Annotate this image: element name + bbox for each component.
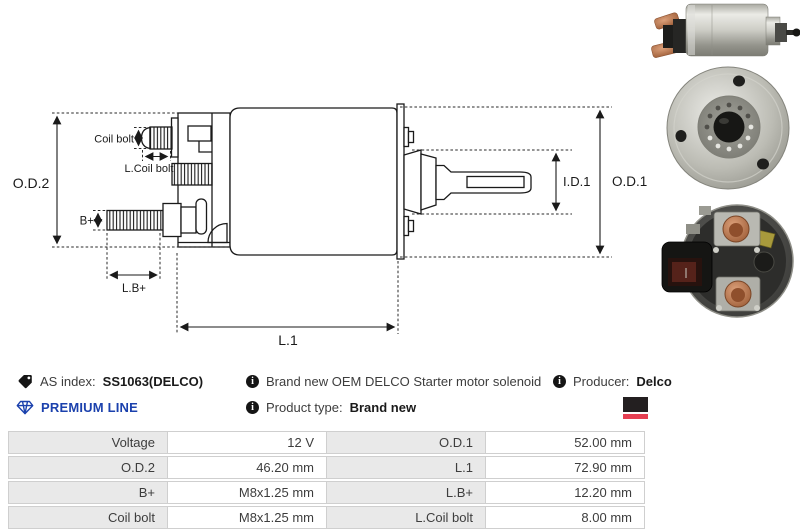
solenoid-body-outline	[229, 107, 398, 256]
table-row: Coil bolt M8x1.25 mm L.Coil bolt 8.00 mm	[8, 506, 645, 529]
brand-logo-black-block	[623, 397, 648, 412]
solenoid-side-view-photo	[651, 3, 800, 58]
spec-value: M8x1.25 mm	[167, 481, 327, 504]
table-row: B+ M8x1.25 mm L.B+ 12.20 mm	[8, 481, 645, 504]
description-row: i Brand new OEM DELCO Starter motor sole…	[246, 374, 541, 389]
coil-bolt-drawing	[140, 126, 151, 150]
table-row: O.D.2 46.20 mm L.1 72.90 mm	[8, 456, 645, 479]
spec-label: L.Coil bolt	[326, 506, 486, 529]
producer-value: Delco	[636, 374, 672, 389]
product-type-value: Brand new	[349, 400, 417, 415]
spec-value: 8.00 mm	[485, 506, 645, 529]
spec-table: Voltage 12 V O.D.1 52.00 mm O.D.2 46.20 …	[8, 431, 645, 529]
as-index-value: SS1063(DELCO)	[102, 374, 204, 389]
pilot-collar-drawing	[403, 149, 422, 215]
spec-value: 72.90 mm	[485, 456, 645, 479]
spec-label: O.D.1	[326, 431, 486, 454]
spec-label: L.1	[326, 456, 486, 479]
spec-label: L.B+	[326, 481, 486, 504]
product-type-label: Product type:	[266, 400, 343, 415]
table-row: Voltage 12 V O.D.1 52.00 mm	[8, 431, 645, 454]
solenoid-front-view-photo	[666, 66, 790, 190]
end-plate-outline	[396, 103, 405, 260]
spec-label: Coil bolt	[8, 506, 168, 529]
premium-line-row: PREMIUM LINE	[16, 400, 138, 415]
dim-label-coil-bolt: Coil bolt	[94, 134, 134, 146]
dim-label-id1: I.D.1	[563, 174, 590, 189]
spec-value: 12.20 mm	[485, 481, 645, 504]
as-index-label: AS index:	[40, 374, 96, 389]
spec-label: O.D.2	[8, 456, 168, 479]
dim-label-l-b-plus: L.B+	[122, 283, 146, 295]
as-index-row: AS index: SS1063(DELCO)	[18, 374, 203, 389]
coil-terminal-thread-drawing	[171, 162, 213, 186]
tag-icon	[18, 374, 32, 389]
spec-label: Voltage	[8, 431, 168, 454]
spec-value: 12 V	[167, 431, 327, 454]
spec-label: B+	[8, 481, 168, 504]
dim-label-od1: O.D.1	[612, 174, 647, 189]
dim-label-l-coil-bolt: L.Coil bolt	[125, 163, 174, 175]
dim-label-b-plus: B+	[80, 216, 95, 228]
spec-value: 52.00 mm	[485, 431, 645, 454]
dim-label-l1: L.1	[278, 332, 298, 348]
dim-label-od2: O.D.2	[13, 175, 50, 191]
diamond-icon	[16, 400, 34, 415]
producer-row: i Producer: Delco	[553, 374, 672, 389]
b-plus-bolt-drawing	[106, 209, 164, 231]
solenoid-rear-terminals-photo	[661, 204, 794, 318]
brand-logo-red-bar	[623, 414, 648, 419]
producer-label: Producer:	[573, 374, 630, 389]
info-icon: i	[246, 401, 259, 414]
technical-diagram: O.D.2 Coil bolt L.Coil bolt B+ L.B+ L.1 …	[13, 103, 647, 348]
product-description: Brand new OEM DELCO Starter motor soleno…	[266, 374, 542, 389]
producer-brand-logo	[623, 397, 648, 419]
info-icon: i	[553, 375, 566, 388]
product-photos	[651, 3, 800, 318]
info-icon: i	[246, 375, 259, 388]
product-type-row: i Product type: Brand new	[246, 400, 416, 415]
spec-value: 46.20 mm	[167, 456, 327, 479]
premium-line-label: PREMIUM LINE	[41, 400, 139, 415]
spec-value: M8x1.25 mm	[167, 506, 327, 529]
